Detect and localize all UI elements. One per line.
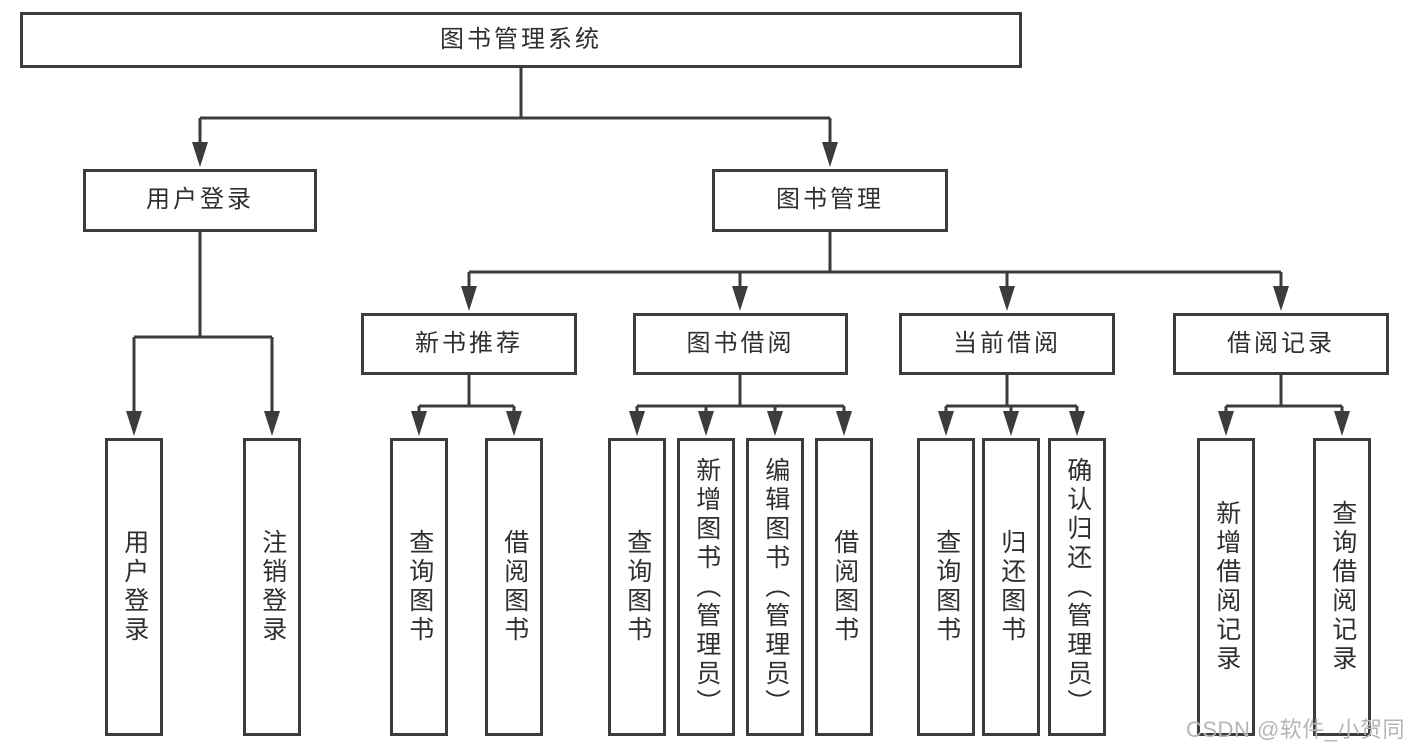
leaf-query-books-current: 查询图书: [917, 438, 975, 736]
leaf-edit-books-admin: 编辑图书（管理员）: [746, 438, 804, 736]
leaf-label: 查询图书: [405, 529, 434, 645]
node-label: 图书管理系统: [440, 25, 602, 53]
leaf-label: 查询借阅记录: [1328, 500, 1357, 674]
node-current-borrowing: 当前借阅: [899, 313, 1115, 375]
csdn-watermark: CSDN @软件_小贺同学: [1186, 717, 1405, 742]
node-label: 用户登录: [146, 186, 254, 214]
leaf-query-books-borrowing: 查询图书: [608, 438, 666, 736]
node-label: 当前借阅: [953, 329, 1061, 357]
leaf-query-borrow-record: 查询借阅记录: [1313, 438, 1371, 736]
node-user-login: 用户登录: [83, 169, 317, 232]
leaf-label: 新增图书（管理员）: [692, 456, 721, 718]
node-book-borrowing: 图书借阅: [633, 313, 848, 375]
node-borrow-records: 借阅记录: [1173, 313, 1389, 375]
node-label: 图书借阅: [686, 329, 795, 357]
leaf-user-login: 用户登录: [105, 438, 163, 736]
leaf-label: 查询图书: [623, 529, 652, 645]
node-label: 图书管理: [776, 186, 884, 214]
leaf-add-borrow-record: 新增借阅记录: [1197, 438, 1255, 736]
leaf-borrow-books: 借阅图书: [815, 438, 873, 736]
leaf-label: 借阅图书: [500, 529, 529, 645]
leaf-label: 借阅图书: [830, 529, 859, 645]
leaf-logout: 注销登录: [243, 438, 301, 736]
leaf-label: 查询图书: [932, 529, 961, 645]
leaf-add-books-admin: 新增图书（管理员）: [677, 438, 735, 736]
leaf-confirm-return-admin: 确认归还（管理员）: [1048, 438, 1106, 736]
leaf-query-books-recommend: 查询图书: [390, 438, 448, 736]
leaf-return-books: 归还图书: [982, 438, 1040, 736]
node-new-book-recommend: 新书推荐: [361, 313, 577, 375]
leaf-label: 新增借阅记录: [1212, 500, 1241, 674]
leaf-label: 用户登录: [120, 529, 149, 645]
leaf-label: 确认归还（管理员）: [1063, 456, 1092, 718]
leaf-label: 编辑图书（管理员）: [761, 456, 790, 718]
node-label: 借阅记录: [1227, 329, 1335, 357]
node-label: 新书推荐: [415, 329, 523, 357]
leaf-borrow-books-recommend: 借阅图书: [485, 438, 543, 736]
node-library-management-system: 图书管理系统: [20, 12, 1022, 68]
node-book-management: 图书管理: [712, 169, 948, 232]
leaf-label: 归还图书: [997, 529, 1026, 645]
leaf-label: 注销登录: [258, 529, 287, 645]
